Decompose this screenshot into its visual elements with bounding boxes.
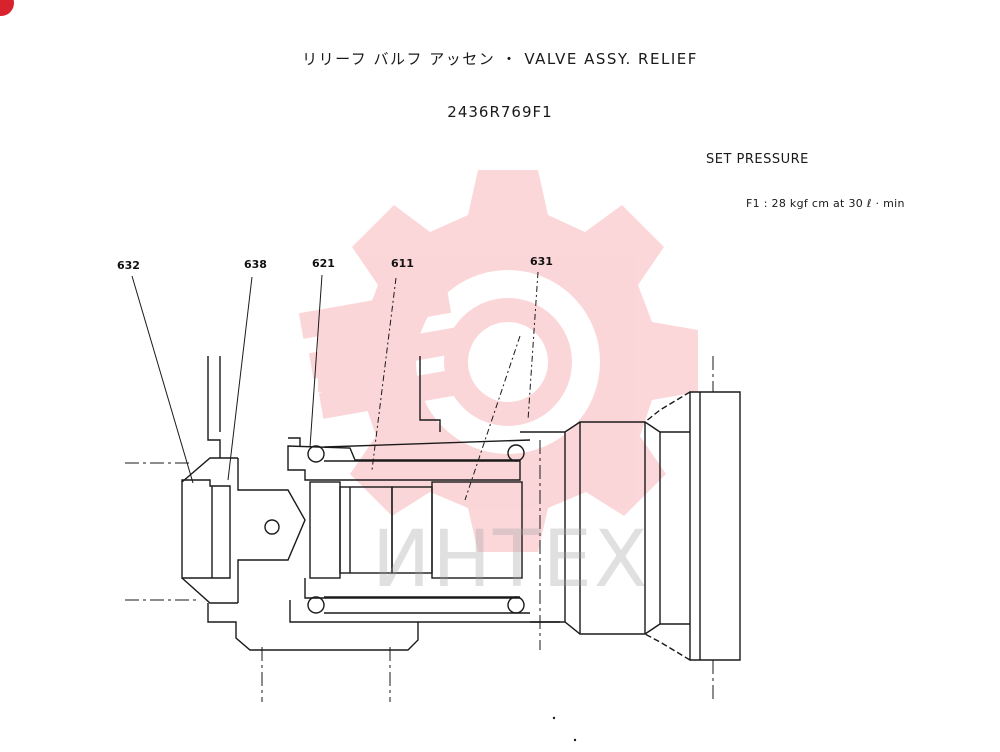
watermark-gear-logo	[298, 170, 698, 552]
callout-631: 631	[530, 255, 553, 268]
dot-mark	[552, 716, 556, 720]
watermark-text: ИНТЕХ	[372, 515, 650, 605]
leader-lines	[131, 271, 539, 501]
callout-611: 611	[391, 257, 414, 270]
callout-638: 638	[244, 258, 267, 271]
set-pressure-f1: F1 : 28 kgf cm at 30 ℓ · min	[746, 197, 905, 210]
dot-mark	[573, 738, 577, 742]
set-pressure-heading: SET PRESSURE	[706, 152, 809, 167]
valve-body	[181, 356, 741, 661]
callout-621: 621	[312, 257, 335, 270]
drawing-title: リリーフ バルフ アッセン ・ VALVE ASSY. RELIEF	[302, 50, 698, 68]
part-number: 2436R769F1	[447, 103, 553, 121]
callout-632: 632	[117, 259, 140, 272]
